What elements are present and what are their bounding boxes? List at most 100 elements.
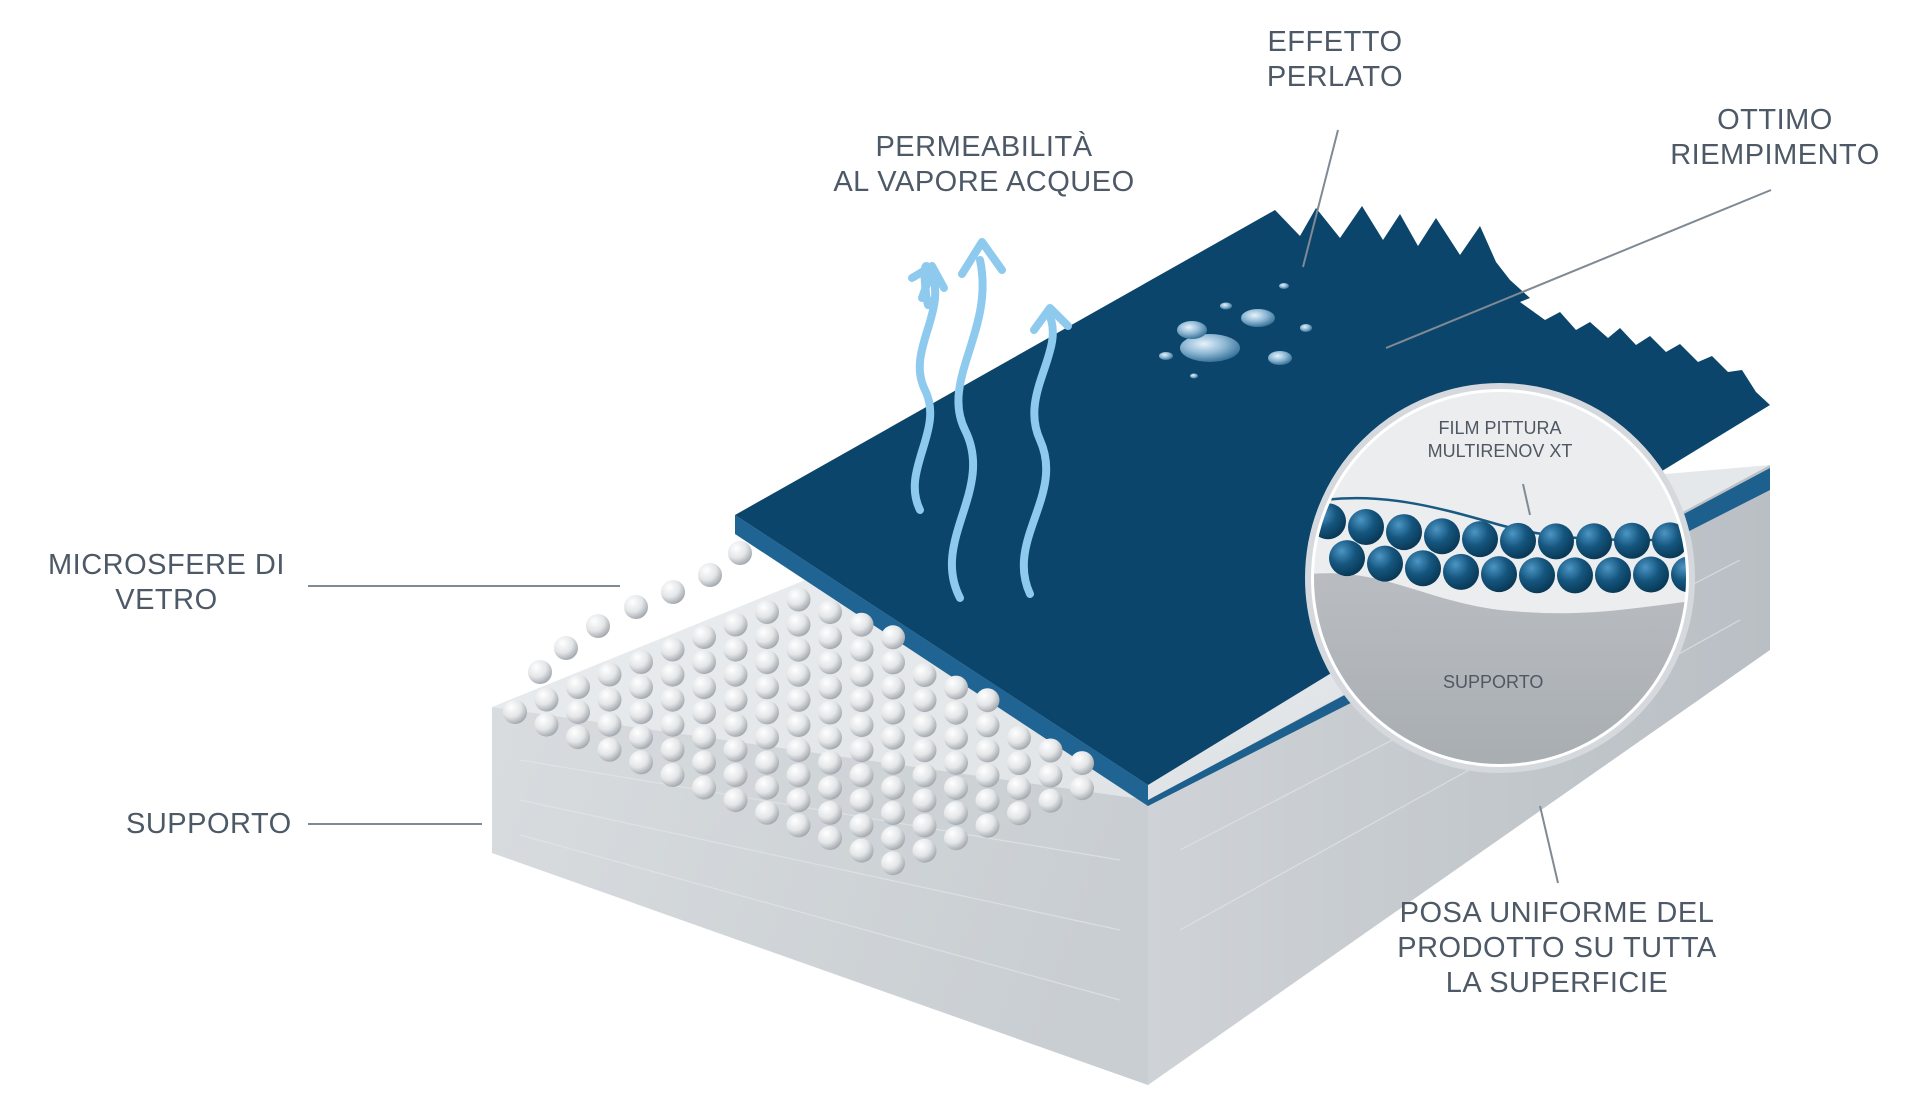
- microsphere-icon: [975, 763, 1000, 788]
- microsphere-icon: [881, 775, 905, 800]
- vapor-arrows: [908, 238, 1072, 602]
- leader-film: [1522, 483, 1531, 516]
- microsphere-icon: [944, 725, 968, 750]
- microsphere-icon: [629, 675, 653, 700]
- microsphere-icon: [912, 813, 937, 838]
- label-permeabilita-line2: AL VAPORE ACQUEO: [833, 166, 1135, 198]
- microsphere-icon: [881, 801, 905, 825]
- microsphere-icon: [881, 675, 905, 700]
- microsphere-icon: [975, 688, 1000, 713]
- microsphere-icon: [1519, 557, 1555, 594]
- paint-film-top: [735, 206, 1770, 785]
- inset-film-label-line1: FILM PITTURA: [1438, 418, 1562, 438]
- microsphere-icon: [881, 650, 905, 675]
- microsphere-icon: [1007, 725, 1031, 750]
- microsphere-icon: [786, 687, 811, 712]
- microsphere-icon: [723, 662, 748, 687]
- microsphere-icon: [944, 675, 968, 700]
- water-drops: [1159, 283, 1312, 379]
- label-supporto: SUPPORTO: [126, 807, 292, 842]
- water-drop-icon: [1220, 302, 1232, 310]
- microsphere-icon: [1367, 545, 1403, 582]
- microsphere-icon: [554, 636, 578, 660]
- microsphere-icon: [629, 725, 653, 750]
- microsphere-icon: [975, 738, 1000, 763]
- microsphere-icon: [1348, 508, 1384, 545]
- microsphere-icon: [912, 838, 937, 863]
- label-ottimo-line2: RIEMPIMENTO: [1670, 139, 1880, 171]
- microsphere-icon: [818, 650, 842, 675]
- microsphere-icon: [1386, 514, 1422, 551]
- microsphere-icon: [818, 725, 842, 750]
- microsphere-icon: [881, 851, 905, 876]
- microsphere-icon: [597, 662, 622, 687]
- microsphere-icon: [1538, 523, 1574, 560]
- leader-lines: [308, 129, 1772, 884]
- microsphere-icon: [849, 662, 874, 687]
- microsphere-icon: [912, 713, 937, 738]
- microsphere-icon: [1038, 763, 1063, 788]
- label-microsfere-line1: MICROSFERE DI: [48, 549, 285, 581]
- microsphere-icon: [818, 800, 842, 825]
- microsphere-icon: [755, 625, 779, 650]
- microsphere-icon: [728, 541, 752, 565]
- microsphere-icon: [1038, 738, 1063, 763]
- microsphere-icon: [912, 738, 937, 763]
- microsphere-icon: [534, 712, 559, 737]
- microsphere-icon: [849, 763, 874, 788]
- microsphere-icon: [849, 788, 874, 813]
- microsphere-icon: [698, 563, 722, 587]
- microsphere-icon: [755, 700, 779, 725]
- microsphere-icon: [755, 725, 779, 750]
- water-drop-icon: [1279, 283, 1289, 289]
- microsphere-icon: [755, 600, 779, 624]
- microsphere-icon: [1481, 556, 1517, 593]
- microsphere-icon: [881, 750, 905, 775]
- microsphere-icon: [912, 688, 937, 713]
- microsphere-icon: [944, 801, 968, 826]
- microsphere-icon: [1329, 540, 1365, 577]
- microsphere-icon: [944, 700, 968, 725]
- microsphere-icon: [818, 600, 842, 625]
- microsphere-icon: [786, 738, 811, 763]
- label-ottimo: OTTIMO RIEMPIMENTO: [1665, 103, 1885, 173]
- microsphere-icon: [660, 637, 685, 662]
- microsphere-icon: [1576, 523, 1612, 560]
- water-drop-icon: [1180, 334, 1240, 362]
- microsphere-icon: [1038, 788, 1063, 813]
- microsphere-icon: [975, 788, 1000, 813]
- label-ottimo-line1: OTTIMO: [1717, 104, 1833, 136]
- water-drop-icon: [1241, 309, 1275, 327]
- label-microsfere: MICROSFERE DI VETRO: [48, 548, 285, 618]
- microsphere-icon: [818, 625, 842, 650]
- microsphere-icon: [786, 788, 811, 813]
- microsphere-icon: [1424, 518, 1460, 555]
- microsphere-icon: [660, 763, 685, 787]
- microsphere-icon: [849, 713, 874, 738]
- microsphere-icon: [1443, 553, 1479, 590]
- microsphere-icon: [723, 738, 748, 762]
- microsphere-icon: [944, 776, 968, 800]
- microsphere-icon: [786, 763, 811, 788]
- microsphere-icon: [692, 750, 716, 775]
- microsphere-icon: [1614, 522, 1650, 559]
- microsphere-icon: [849, 838, 874, 863]
- microsphere-icon: [944, 750, 968, 775]
- microsphere-icon: [1007, 801, 1031, 826]
- microsphere-icon: [849, 688, 874, 712]
- inset-film-label-line2: MULTIRENOV XT: [1427, 441, 1573, 461]
- microsphere-icon: [528, 660, 552, 684]
- microsphere-icon: [692, 775, 716, 800]
- microsphere-icon: [660, 687, 685, 712]
- microsphere-icon: [723, 788, 748, 813]
- paint-film-front-edge: [735, 515, 1148, 806]
- microsphere-icon: [755, 775, 779, 800]
- label-posa-line2: PRODOTTO SU TUTTA: [1397, 932, 1717, 964]
- microsphere-icon: [1070, 751, 1094, 776]
- microsphere-icon: [723, 763, 748, 788]
- inset-supporto-label-text: SUPPORTO: [1443, 672, 1544, 692]
- microsphere-icon: [786, 813, 811, 838]
- microsphere-icon: [975, 713, 1000, 738]
- inset-film-label: FILM PITTURA MULTIRENOV XT: [1420, 417, 1580, 463]
